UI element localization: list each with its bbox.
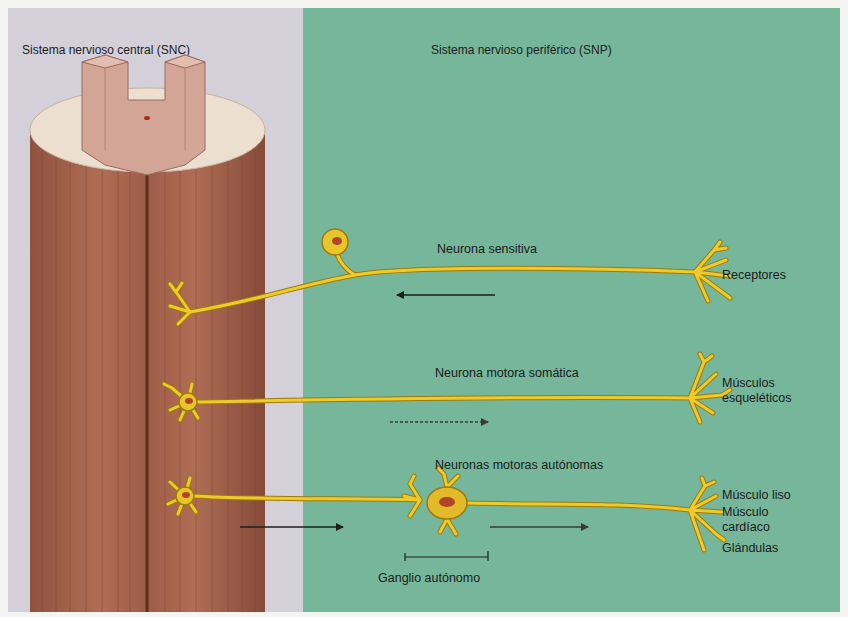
part-label: Neurona sensitiva [437, 242, 537, 257]
part-label: Neurona motora somática [435, 366, 579, 381]
part-label: Músculo cardíaco [722, 505, 794, 535]
part-label: Glándulas [722, 541, 778, 556]
part-label: Neuronas motoras autónomas [435, 458, 603, 473]
part-label: Ganglio autónomo [378, 571, 480, 586]
panel-title: Sistema nervioso periférico (SNP) [431, 43, 612, 57]
part-label: Músculo liso [722, 488, 791, 503]
part-label: Receptores [722, 268, 786, 283]
part-label: Músculos esqueléticos [722, 376, 814, 406]
